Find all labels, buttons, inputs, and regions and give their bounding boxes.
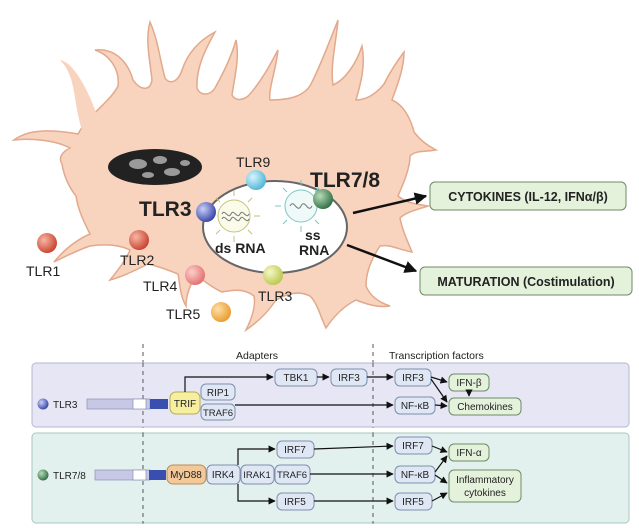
- nfkb-box-tlr78: [394, 465, 436, 484]
- ifna-box: [448, 443, 490, 462]
- tlr3-big-label: TLR3: [139, 198, 192, 221]
- inflammatory-cytokines-box: [448, 469, 522, 503]
- irak1-label: IRAK1: [243, 470, 270, 481]
- ds-rna-virus-icon: [208, 190, 260, 242]
- tlr78-pathway-label: TLR7/8: [53, 471, 86, 482]
- tlr3-lower-receptor: [263, 265, 283, 285]
- tlr78-transmembrane: [132, 469, 147, 481]
- ifnb-label: IFN-β: [456, 378, 481, 389]
- tlr4-label: TLR4: [143, 278, 177, 294]
- irk4-label: IRK4: [212, 470, 235, 481]
- tbk1-label: TBK1: [283, 373, 308, 384]
- tlr1-label: TLR1: [26, 263, 60, 279]
- maturation-box: [419, 266, 633, 296]
- maturation-label: MATURATION (Costimulation): [437, 275, 614, 289]
- tlr3-pathway-icon: [37, 398, 49, 410]
- tlr3-transmembrane: [132, 398, 147, 410]
- traf6-label: TRAF6: [203, 408, 233, 419]
- tlr2-label: TLR2: [120, 252, 154, 268]
- irf7-box-a: [276, 440, 315, 459]
- adapters-header: Adapters: [236, 350, 278, 362]
- rip1-box: [200, 383, 236, 401]
- inflammatory-label-line2: cytokines: [464, 488, 506, 499]
- inflammatory-label-line1: Inflammatory: [456, 475, 514, 486]
- tlr3-pathway-arrows: [184, 373, 473, 410]
- irf7-label-b: IRF7: [402, 441, 424, 452]
- tlr3-endosomal-receptor: [196, 202, 216, 222]
- tlr3-lower-label: TLR3: [258, 288, 292, 304]
- chemokines-box: [448, 397, 522, 416]
- arrow-to-maturation: [346, 243, 418, 273]
- irf5-label-b: IRF5: [402, 497, 424, 508]
- tlr78-label: TLR7/8: [310, 169, 380, 192]
- nucleus: [108, 149, 202, 185]
- tlr3-tir-domain: [150, 399, 168, 409]
- ss-rna-label-line2: RNA: [299, 242, 329, 258]
- traf6-label-tlr78: TRAF6: [277, 470, 307, 481]
- cytokines-box: [429, 181, 627, 211]
- irak1-box: [240, 464, 275, 485]
- cytokines-label: CYTOKINES (IL-12, IFNα/β): [448, 190, 608, 204]
- nucleus-texture: [129, 156, 190, 178]
- irf3-label-a: IRF3: [338, 373, 360, 384]
- dendrite-extension: [60, 60, 104, 150]
- tlr5-label: TLR5: [166, 306, 200, 322]
- chemokines-label: Chemokines: [457, 402, 513, 413]
- irk4-box: [206, 464, 241, 485]
- trif-label: TRIF: [174, 399, 196, 410]
- ds-rna-label: ds RNA: [215, 240, 266, 256]
- tlr78-tir-domain: [149, 470, 166, 480]
- irf3-label-b: IRF3: [402, 373, 424, 384]
- irf7-box-b: [394, 436, 433, 455]
- tlr5-receptor: [211, 302, 231, 322]
- tlr3-pathway-panel: [31, 362, 630, 428]
- ifna-label: IFN-α: [456, 448, 481, 459]
- tlr9-label: TLR9: [236, 154, 270, 170]
- myd88-label: MyD88: [170, 470, 202, 481]
- arrow-to-cytokines: [352, 192, 428, 215]
- nfkb-label-tlr3: NF-κB: [401, 401, 430, 412]
- tlr3-pathway-label: TLR3: [53, 400, 78, 411]
- tlr9-receptor: [246, 170, 266, 190]
- irf7-label-a: IRF7: [284, 445, 306, 456]
- transcription-factors-header: Transcription factors: [389, 350, 484, 362]
- myd88-box: [166, 464, 207, 485]
- tlr78-pathway-icon: [37, 469, 49, 481]
- tlr2-receptor: [129, 230, 149, 250]
- rip1-label: RIP1: [207, 388, 230, 399]
- tlr78-pathway-arrows: [237, 442, 448, 505]
- traf6-box: [200, 403, 236, 421]
- tlr78-receptor: [313, 189, 333, 209]
- irf5-box-b: [394, 492, 433, 511]
- ss-rna-label-line1: ss: [305, 227, 321, 243]
- tlr1-receptor: [37, 233, 57, 253]
- nfkb-label-tlr78: NF-κB: [401, 470, 430, 481]
- tlr4-receptor: [185, 265, 205, 285]
- irf5-label-a: IRF5: [284, 497, 306, 508]
